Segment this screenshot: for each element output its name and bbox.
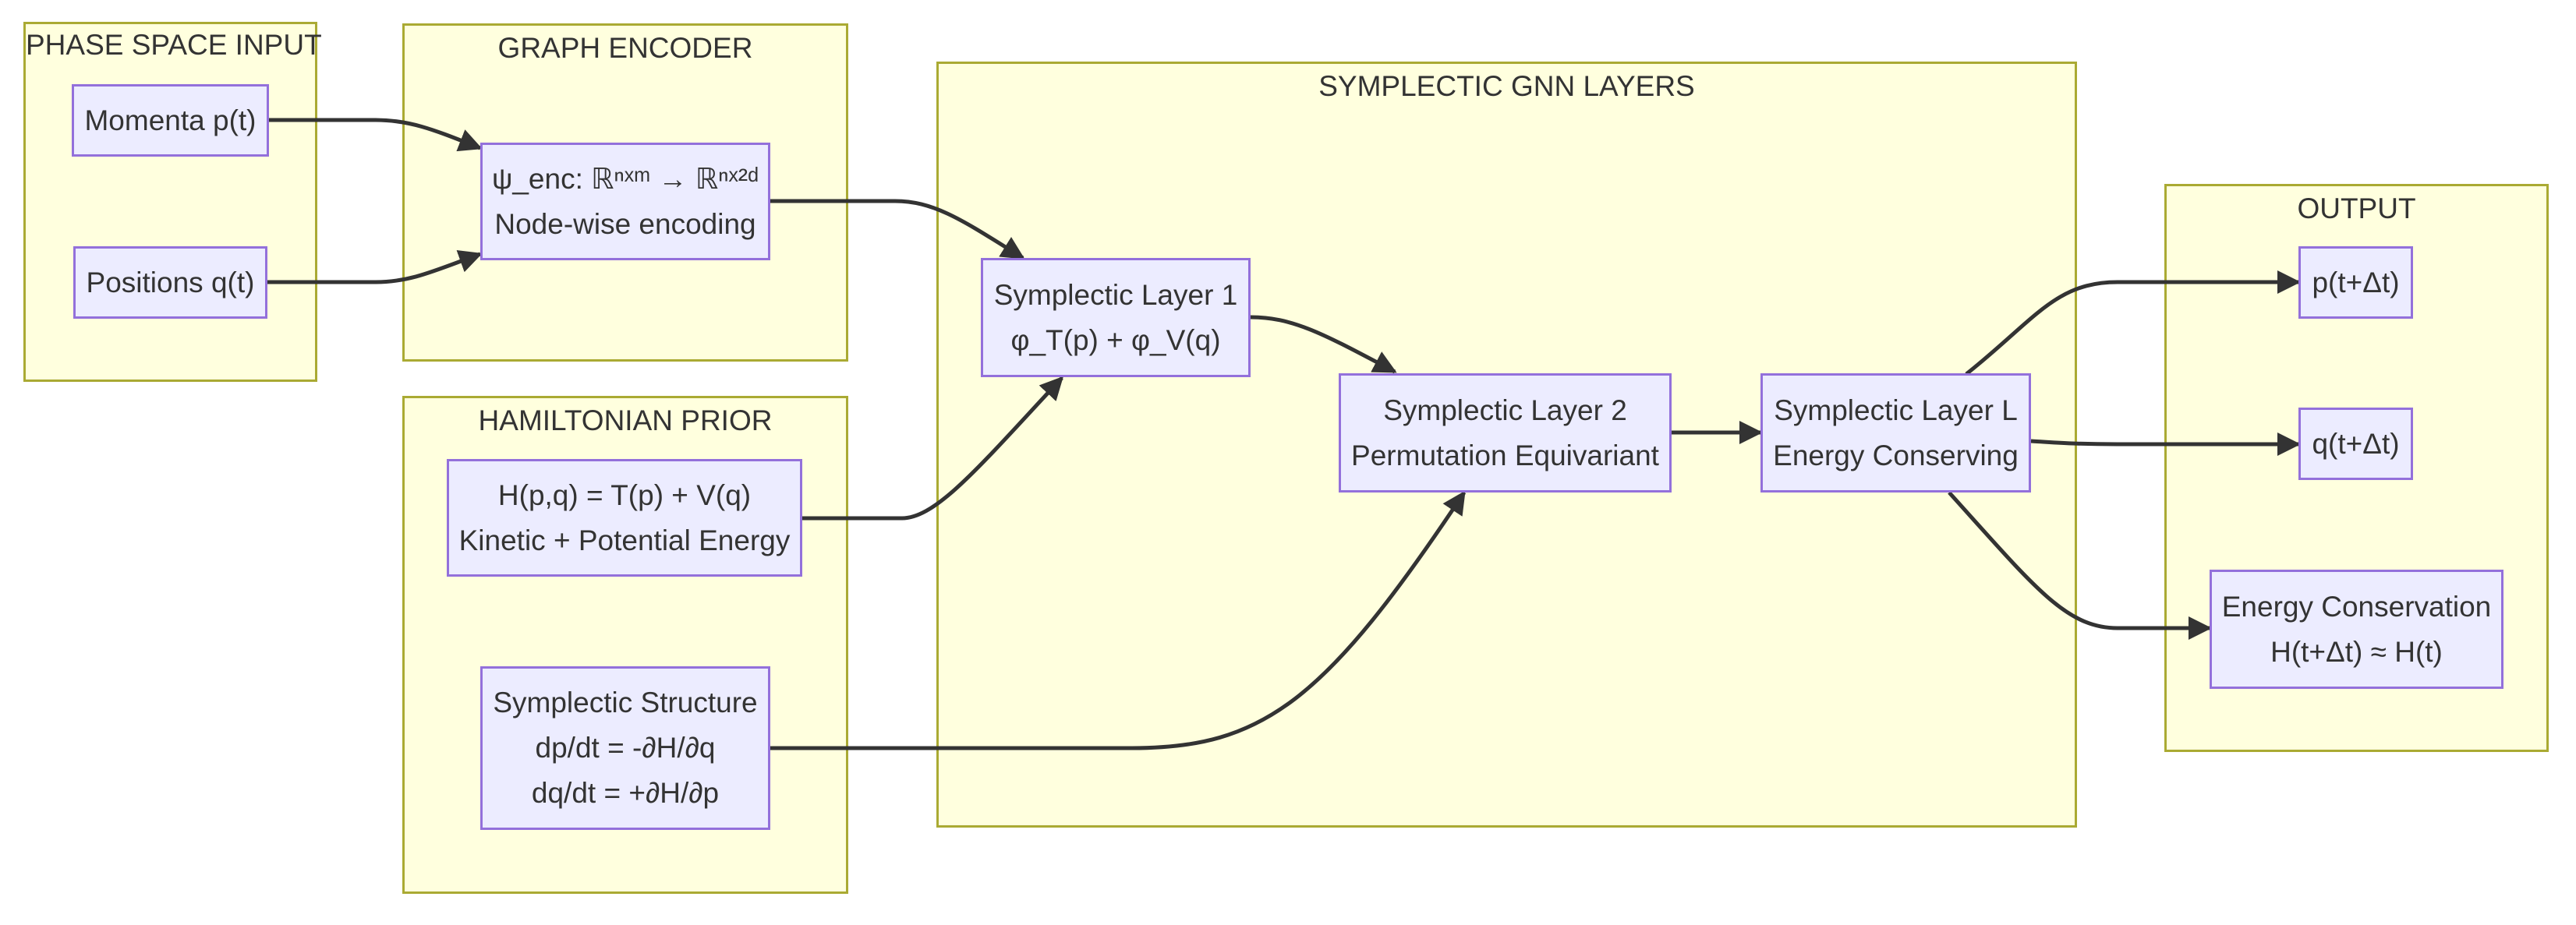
cluster-title: GRAPH ENCODER: [497, 32, 753, 64]
node-q-output: q(t+Δt): [2298, 408, 2413, 480]
node-positions: Positions q(t): [73, 246, 267, 319]
node-label-line: Energy Conservation: [2221, 590, 2492, 623]
node-label-line: Symplectic Layer L: [1774, 394, 2018, 426]
node-label-line: Node-wise encoding: [494, 207, 756, 240]
node-label-line: Positions q(t): [86, 266, 255, 298]
node-label-line: q(t+Δt): [2312, 427, 2400, 460]
node-label-line: Symplectic Layer 2: [1383, 394, 1627, 426]
edge-positions-to-encoder: [267, 249, 483, 284]
node-symplectic-layer-L: Symplectic Layer L Energy Conserving: [1760, 373, 2031, 493]
node-label-line: dq/dt = +∂H/∂p: [531, 777, 720, 809]
node-hamiltonian: H(p,q) = T(p) + V(q) Kinetic + Potential …: [447, 459, 802, 577]
node-symplectic-layer-2: Symplectic Layer 2 Permutation Equivarian…: [1339, 373, 1672, 493]
node-label-line: Energy Conserving: [1773, 439, 2019, 471]
edge-layerL-to-energy: [1948, 491, 2212, 640]
node-momenta: Momenta p(t): [72, 84, 269, 157]
cluster-title: SYMPLECTIC GNN LAYERS: [1318, 70, 1695, 102]
edge-layerL-to-p-out: [1965, 270, 2301, 376]
cluster-phase-space-input: PHASE SPACE INPUT: [23, 22, 322, 382]
edge-encoder-to-layer1: [770, 199, 1025, 260]
edge-momenta-to-encoder: [269, 118, 483, 152]
edge-hamiltonian-to-layer1: [802, 376, 1064, 521]
cluster-title: OUTPUT: [2297, 192, 2416, 224]
node-label-line: ψ_enc: ℝⁿˣᵐ → ℝⁿˣ²ᵈ: [491, 162, 759, 195]
node-label-line: p(t+Δt): [2312, 266, 2400, 298]
cluster-title: PHASE SPACE INPUT: [26, 29, 322, 61]
node-label-line: Symplectic Structure: [493, 687, 758, 718]
edge-layerL-to-q-out: [2030, 432, 2301, 456]
cluster-title: HAMILTONIAN PRIOR: [478, 404, 773, 436]
node-p-output: p(t+Δt): [2298, 246, 2413, 319]
node-label-line: H(t+Δt) ≈ H(t): [2270, 635, 2443, 668]
node-label-line: Momenta p(t): [84, 104, 257, 136]
node-label-line: φ_T(p) + φ_V(q): [1010, 323, 1221, 356]
edge-structure-to-layer2: [770, 490, 1467, 750]
node-label-line: dp/dt = -∂H/∂q: [535, 732, 716, 764]
node-label-line: Symplectic Layer 1: [993, 278, 1238, 311]
node-symplectic-structure: Symplectic Structure dp/dt = -∂H/∂q dq/dt …: [480, 666, 770, 830]
node-label-line: Kinetic + Potential Energy: [458, 524, 791, 556]
node-label-line: H(p,q) = T(p) + V(q): [497, 478, 752, 511]
node-label-line: Permutation Equivariant: [1351, 439, 1659, 471]
edge-layer1-to-layer2: [1250, 315, 1397, 374]
node-symplectic-layer-1: Symplectic Layer 1 φ_T(p) + φ_V(q): [981, 258, 1251, 377]
